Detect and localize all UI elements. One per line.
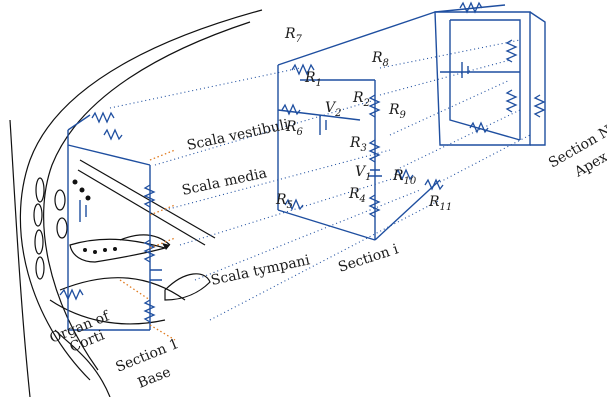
section-i-circuit (277, 11, 444, 241)
reissners-membrane (77, 169, 206, 246)
section-connectors (109, 39, 531, 341)
label-R3: R3 (349, 135, 367, 154)
label-R8: R8 (371, 50, 389, 69)
stria-vascularis (69, 238, 168, 263)
section-n-circuit (434, 1, 546, 146)
label-section-i: Section i (336, 241, 401, 276)
reissners-membrane-2 (79, 159, 216, 239)
label-R10: R10 (392, 168, 417, 187)
label-scala-tympani: Scala tympani (210, 252, 312, 289)
label-V2: V2 (325, 100, 342, 119)
hair-dot-3 (85, 195, 91, 201)
cochlea-outer-wall (19, 9, 263, 381)
organ-of-corti-shape (164, 273, 211, 301)
label-scala-vestibuli: Scala vestibuli (186, 117, 291, 154)
label-R11: R11 (428, 194, 452, 213)
text-labels: Scala vestibuli Scala media Scala tympan… (48, 26, 607, 392)
cochlea-anatomy (9, 9, 263, 397)
label-R2: R2 (352, 90, 370, 109)
cochlea-inner-wall (43, 21, 251, 371)
ganglion-cell-1 (54, 189, 66, 211)
hair-dot-1 (72, 179, 78, 185)
nerve-cell-1 (35, 177, 45, 203)
nerve-cell-2 (33, 203, 43, 227)
label-V1: V1 (355, 164, 372, 183)
label-R6: R6 (285, 119, 304, 138)
basilar-membrane (59, 277, 186, 301)
label-base: Base (136, 364, 174, 392)
nerve-cell-4 (35, 256, 45, 280)
modiolus-line (9, 119, 31, 397)
hair-dot-2 (79, 187, 85, 193)
nerve-cell-3 (34, 229, 44, 255)
lower-curve (54, 329, 111, 397)
section-1-circuit (59, 111, 162, 331)
ganglion-cell-2 (56, 217, 68, 239)
label-R1: R1 (304, 70, 322, 89)
label-scala-media: Scala media (181, 165, 269, 199)
label-R7: R7 (284, 26, 303, 45)
label-R4: R4 (348, 186, 366, 205)
label-R9: R9 (388, 102, 407, 121)
label-R5: R5 (275, 192, 293, 211)
label-section-1: Section 1 (114, 336, 182, 376)
